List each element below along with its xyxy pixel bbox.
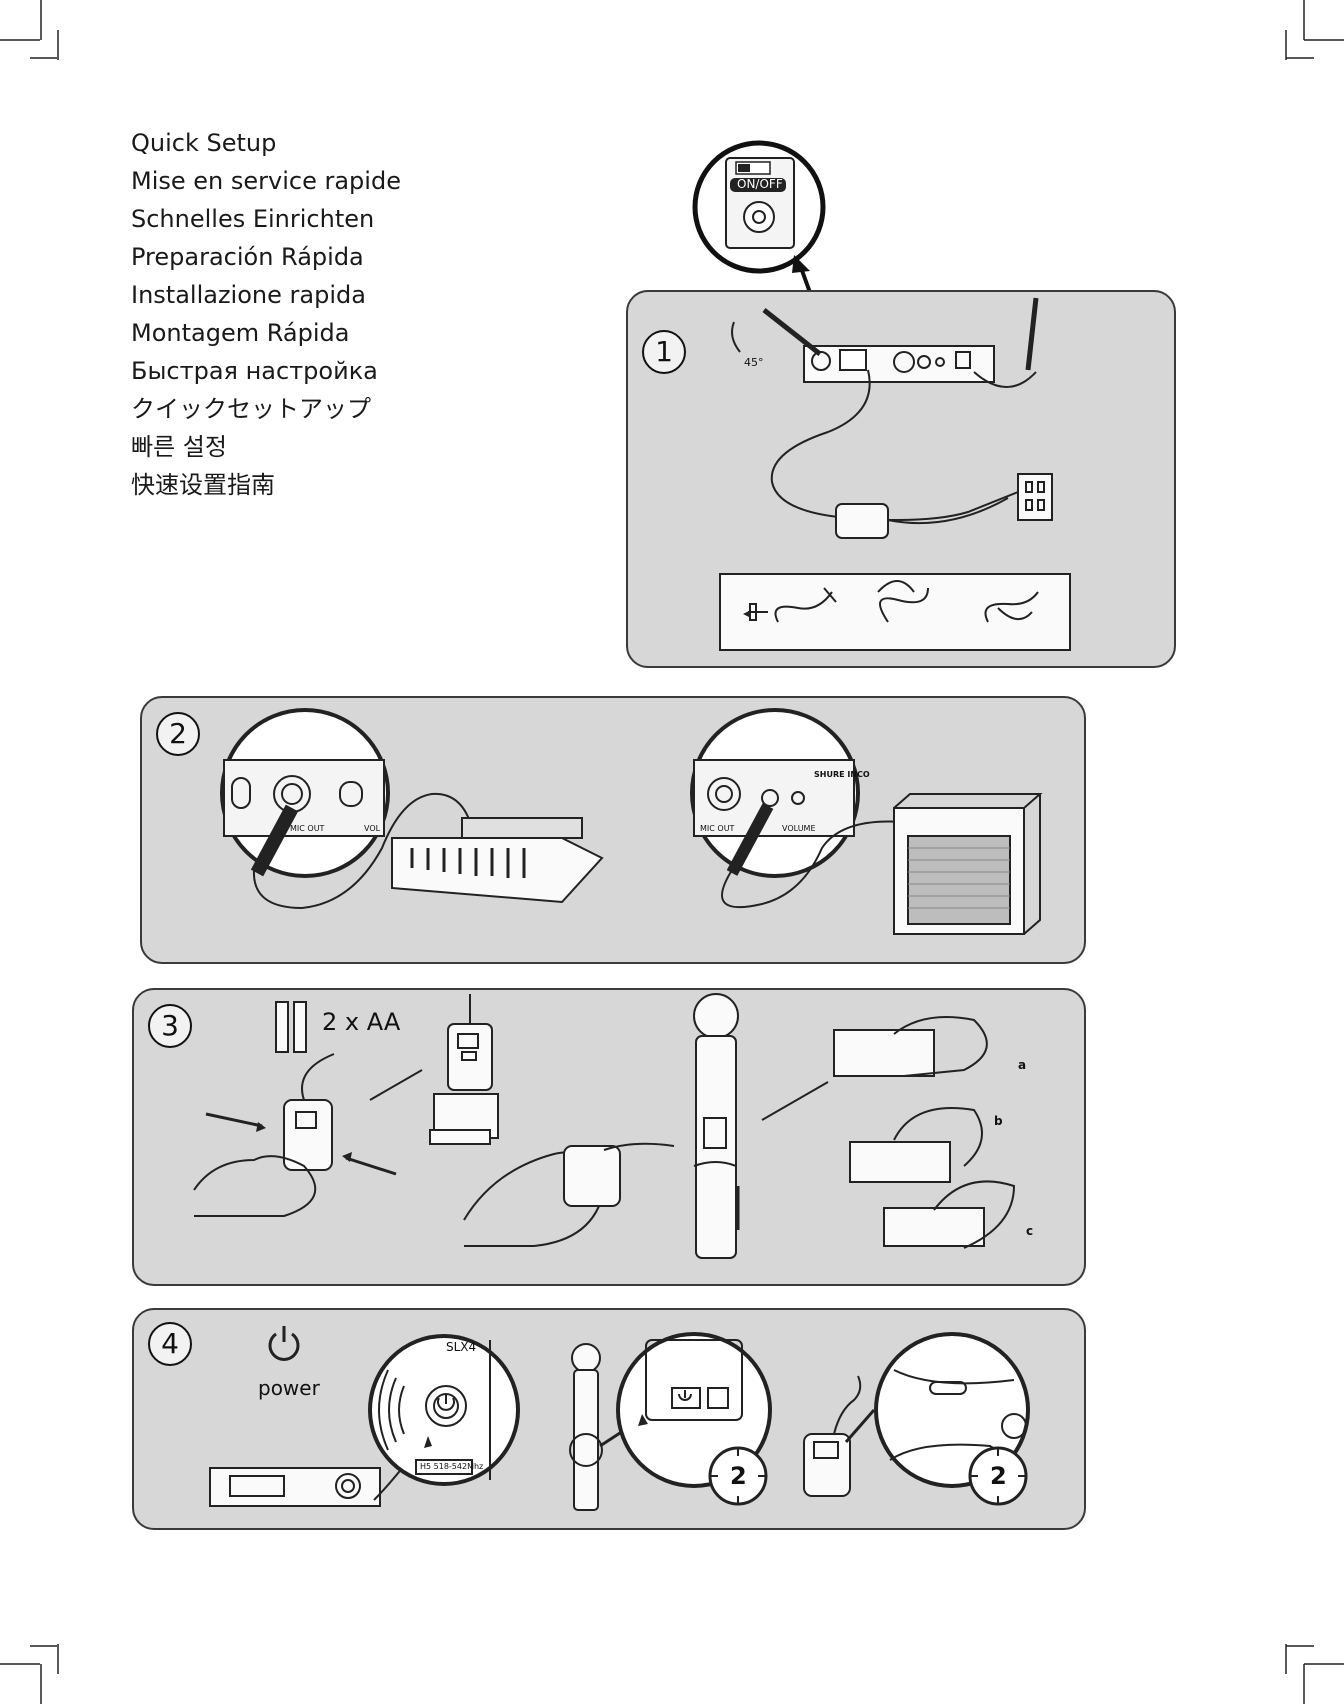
on-off-label: ON/OFF	[737, 177, 783, 191]
title-fr: Mise en service rapide	[131, 162, 401, 200]
step1-number: 1	[642, 330, 686, 374]
freq-label: H5 518-542Mhz	[420, 1462, 483, 1471]
title-ru: Быстрая настройка	[131, 352, 401, 390]
left-vol-label: VOL	[364, 824, 380, 833]
title-ja: クイックセットアップ	[131, 390, 401, 428]
left-mic-out-label: MIC OUT	[290, 824, 324, 833]
sub-step-b: b	[994, 1114, 1003, 1128]
step2-drawing	[142, 698, 1084, 962]
timer-left: 2	[730, 1462, 747, 1490]
title-en: Quick Setup	[131, 124, 401, 162]
title-de: Schnelles Einrichten	[131, 200, 401, 238]
step4-panel: 4 power SLX4 H5 518-542Mhz 2 2	[132, 1308, 1086, 1530]
brand-label: SHURE INCO	[814, 770, 870, 779]
step4-drawing	[134, 1310, 1084, 1528]
model-label: SLX4	[446, 1340, 476, 1354]
title-zh: 快速设置指南	[131, 466, 401, 504]
timer-right: 2	[990, 1462, 1007, 1490]
power-label: power	[258, 1376, 320, 1400]
step4-number: 4	[148, 1322, 192, 1366]
step2-panel: 2 MIC OUT VOL MIC OUT VOLUME SHURE INCO	[140, 696, 1086, 964]
title-pt: Montagem Rápida	[131, 314, 401, 352]
right-mic-out-label: MIC OUT	[700, 824, 734, 833]
step3-number: 3	[148, 1004, 192, 1048]
angle-label: 45°	[744, 356, 764, 369]
step3-panel: 3 2 x AA a b c	[132, 988, 1086, 1286]
title-ko: 빠른 설정	[131, 428, 401, 466]
step1-drawing	[628, 292, 1174, 666]
sub-step-c: c	[1026, 1224, 1033, 1238]
title-es: Preparación Rápida	[131, 238, 401, 276]
step2-number: 2	[156, 712, 200, 756]
step3-drawing	[134, 990, 1084, 1284]
title-it: Installazione rapida	[131, 276, 401, 314]
right-volume-label: VOLUME	[782, 824, 816, 833]
step1-panel: 1 45°	[626, 290, 1176, 668]
title-list: Quick Setup Mise en service rapide Schne…	[131, 124, 401, 504]
battery-label: 2 x AA	[322, 1008, 400, 1036]
sub-step-a: a	[1018, 1058, 1026, 1072]
